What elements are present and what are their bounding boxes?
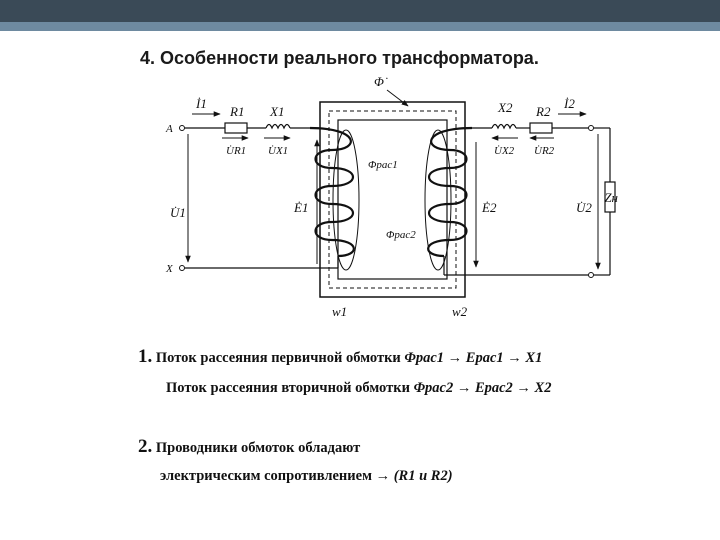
inductor-x2 <box>491 123 517 130</box>
primary-winding <box>309 126 355 258</box>
note-2-number: 2. <box>138 436 153 457</box>
label-e2: Ė2 <box>481 200 497 215</box>
note-1-formula-primary: Φрас1 → Ерас1 → X1 <box>404 350 543 366</box>
label-phi-ras2: Φрас2 <box>386 229 416 241</box>
secondary-winding <box>427 126 473 258</box>
note-1-line-2: Поток рассеяния вторичной обмотки Φрас2 … <box>166 380 551 397</box>
note-1-text-secondary: Поток рассеяния вторичной обмотки <box>166 380 410 396</box>
core-inner <box>337 119 448 280</box>
label-u2: U̇2 <box>576 200 592 215</box>
note-1-line-1: 1. Поток рассеяния первичной обмотки Φра… <box>138 346 542 368</box>
resistor-r2 <box>529 122 553 134</box>
slide-title: 4. Особенности реального трансформатора. <box>140 48 539 68</box>
leakage-flux-1 <box>332 129 360 271</box>
label-r1: R1 <box>229 104 244 119</box>
header-accent-bar <box>0 22 720 31</box>
note-1-formula-secondary: Φрас2 → Ерас2 → X2 <box>413 380 552 396</box>
resistor-r1 <box>224 122 248 134</box>
transformer-diagram: İ1 R1 X1 A U̇R1 U̇X1 U̇1 Ė1 X Φ̇ Φрас1 Φ… <box>165 74 618 319</box>
label-x1: X1 <box>269 104 284 119</box>
label-ur2: U̇R2 <box>534 145 555 157</box>
note-2-text-1: Проводники обмоток обладают <box>155 440 361 456</box>
leakage-flux-2 <box>424 129 452 271</box>
note-1-text-primary: Поток рассеяния первичной обмотки <box>155 350 401 366</box>
terminal-x <box>179 265 185 271</box>
label-w2: w2 <box>452 304 468 319</box>
label-phi-ras1: Φрас1 <box>368 159 398 171</box>
note-2-text-2: электрическим сопротивлением → <box>160 468 391 484</box>
note-2-formula: (R1 и R2) <box>393 468 453 484</box>
label-zn: Zн <box>604 190 618 205</box>
main-flux-loop <box>328 110 457 289</box>
note-2-line-1: 2. Проводники обмоток обладают <box>138 436 360 458</box>
arrow-phi <box>386 89 409 107</box>
note-1-number: 1. <box>138 346 153 367</box>
terminal-out-bottom <box>588 272 594 278</box>
note-2-line-2: электрическим сопротивлением → (R1 и R2) <box>160 468 453 485</box>
label-ux2: U̇X2 <box>494 145 515 157</box>
label-e1: Ė1 <box>293 200 308 215</box>
label-u1: U̇1 <box>170 205 186 220</box>
label-node-x: X <box>165 263 174 275</box>
label-r2: R2 <box>535 104 551 119</box>
label-i2: İ2 <box>563 96 575 111</box>
label-ux1: U̇X1 <box>268 145 288 157</box>
terminal-out-top <box>588 125 594 131</box>
header-bar <box>0 0 720 22</box>
label-ur1: U̇R1 <box>226 145 246 157</box>
label-i1: İ1 <box>195 96 207 111</box>
terminal-a <box>179 125 185 131</box>
inductor-x1 <box>265 123 291 130</box>
label-phi: Φ̇ <box>374 74 388 89</box>
label-w1: w1 <box>332 304 347 319</box>
label-x2: X2 <box>497 100 513 115</box>
label-node-a: A <box>165 123 173 135</box>
